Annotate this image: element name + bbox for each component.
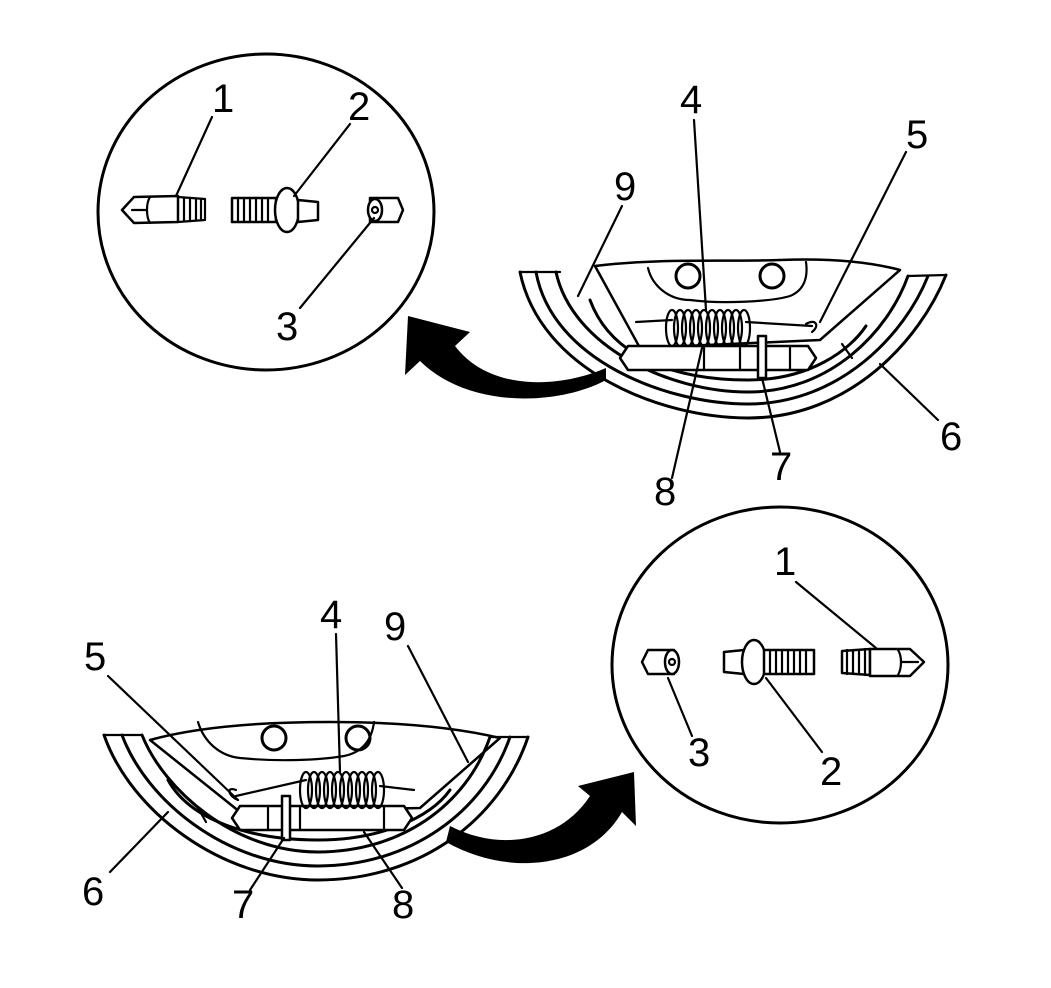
leader-line-6 bbox=[108, 810, 170, 874]
adjuster-screw-socket-icon bbox=[840, 647, 926, 678]
adjuster-lever-icon bbox=[280, 794, 292, 842]
callout-8: 8 bbox=[654, 470, 676, 514]
adjuster-assembly-icon bbox=[618, 344, 818, 372]
leader-line-9 bbox=[406, 644, 470, 764]
adjuster-spring-icon bbox=[634, 308, 814, 348]
leader-line-7 bbox=[760, 376, 782, 454]
brake-shoe-icon bbox=[102, 733, 530, 882]
callout-8: 8 bbox=[392, 883, 414, 927]
callout-5: 5 bbox=[84, 635, 106, 679]
callout-4: 4 bbox=[320, 593, 342, 637]
leader-line-1 bbox=[794, 580, 878, 650]
leader-line-7 bbox=[248, 836, 286, 892]
leader-line-2 bbox=[764, 676, 824, 754]
callout-3: 3 bbox=[688, 731, 710, 775]
leader-line-4 bbox=[692, 118, 708, 312]
callout-6: 6 bbox=[940, 415, 962, 459]
leader-line-3 bbox=[666, 676, 694, 738]
top-detail-circle bbox=[96, 52, 436, 372]
callout-4: 4 bbox=[680, 78, 702, 122]
adjuster-assembly-icon bbox=[230, 804, 414, 832]
brake-shoe-web-icon bbox=[593, 258, 902, 350]
adjuster-screw-icon bbox=[230, 186, 320, 234]
leader-line-8 bbox=[670, 346, 704, 480]
brake-shoe-icon bbox=[518, 270, 948, 420]
bottom-detail-view: 1 2 3 bbox=[610, 505, 950, 825]
curved-arrow-icon bbox=[405, 316, 606, 399]
leader-line-5 bbox=[818, 150, 908, 324]
top-brake-assembly: 4 5 6 7 8 9 bbox=[518, 78, 962, 514]
top-detail-view: 1 2 3 bbox=[96, 52, 436, 372]
spring-hook-icon bbox=[804, 320, 818, 334]
callout-5: 5 bbox=[906, 113, 928, 157]
leader-line-4 bbox=[334, 632, 342, 774]
leader-line-5 bbox=[106, 674, 240, 802]
leader-line-6 bbox=[878, 362, 940, 422]
callout-2: 2 bbox=[820, 750, 842, 794]
callout-9: 9 bbox=[384, 605, 406, 649]
adjuster-nut-icon bbox=[640, 648, 681, 676]
bottom-brake-assembly: 4 5 6 7 8 9 bbox=[82, 593, 530, 927]
adjuster-lever-icon bbox=[756, 334, 768, 380]
callout-7: 7 bbox=[232, 883, 254, 927]
bottom-detail-circle bbox=[610, 505, 950, 825]
callout-1: 1 bbox=[212, 77, 234, 121]
callout-6: 6 bbox=[82, 870, 104, 914]
leader-line-3 bbox=[298, 216, 376, 310]
leader-line-9 bbox=[576, 204, 624, 298]
callout-7: 7 bbox=[770, 445, 792, 489]
leader-line-1 bbox=[174, 115, 214, 198]
leader-line-2 bbox=[292, 122, 352, 198]
adjuster-screw-socket-icon bbox=[120, 194, 207, 225]
adjuster-screw-icon bbox=[722, 638, 816, 686]
curved-arrow-icon bbox=[446, 772, 636, 864]
callout-3: 3 bbox=[276, 305, 298, 349]
adjuster-spring-icon bbox=[234, 770, 416, 810]
adjuster-nut-icon bbox=[366, 196, 405, 224]
callout-9: 9 bbox=[614, 165, 636, 209]
leader-line-8 bbox=[362, 830, 404, 890]
callout-2: 2 bbox=[348, 85, 370, 129]
callout-1: 1 bbox=[774, 540, 796, 584]
